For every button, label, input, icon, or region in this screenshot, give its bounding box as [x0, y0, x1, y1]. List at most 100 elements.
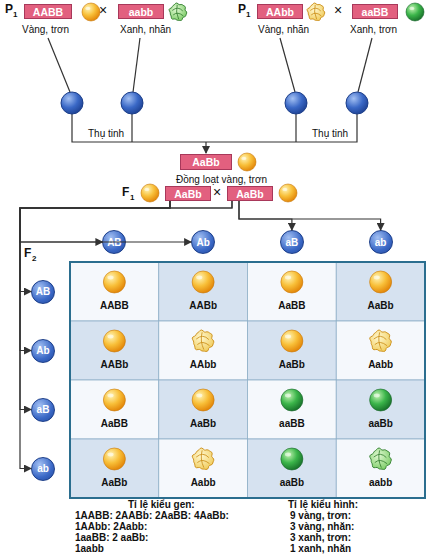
smooth-pea: [370, 271, 392, 293]
pea-highlight: [285, 394, 291, 398]
generation-label: F: [24, 247, 31, 260]
cross-sign: ×: [99, 3, 107, 18]
pea-seed: [370, 330, 392, 351]
pea-highlight: [196, 276, 202, 280]
pea-seed: [406, 3, 424, 21]
ratio-text: 3 vàng, nhăn:: [290, 521, 354, 532]
pea-seed: [281, 330, 303, 352]
pea-highlight: [107, 394, 113, 398]
pea-highlight: [409, 7, 414, 10]
smooth-pea: [281, 448, 303, 470]
genotype-text: AaBb: [192, 156, 219, 168]
genotype-cell: aaBB: [248, 418, 337, 429]
generation-label: P: [238, 3, 246, 16]
pea-wrinkle: [311, 5, 321, 19]
genotype-box: AaBb: [165, 186, 211, 201]
pea-highlight: [282, 188, 287, 191]
smooth-pea: [103, 389, 125, 411]
pea-highlight: [285, 335, 291, 339]
gamete-line: [48, 38, 70, 92]
grid-border: [70, 262, 425, 498]
generation-label: F: [122, 186, 129, 199]
pea-wrinkle: [374, 333, 387, 350]
wrinkled-pea: [169, 3, 187, 21]
gamete-circle: AB: [102, 230, 126, 254]
genotype-text: aaBB: [362, 6, 389, 18]
gamete-text: Ab: [196, 237, 209, 248]
genotype-text: AAbb: [266, 6, 294, 18]
fertilization-bracket: [72, 114, 357, 142]
subscript-number: 1: [130, 193, 134, 202]
genotype-cell: AaBb: [248, 359, 337, 370]
gamete-line: [280, 38, 295, 92]
cross-sign: ×: [334, 3, 342, 18]
genotype-box: AABB: [24, 4, 72, 19]
gamete-arrow: [239, 201, 292, 230]
gamete-arrow: [239, 201, 381, 230]
pea-highlight: [285, 453, 291, 457]
gamete-arrow: [20, 201, 170, 469]
pea-seed: [103, 389, 125, 411]
gamete-text: AB: [107, 237, 121, 248]
ratio-text: 3 xanh, trơn:: [290, 532, 351, 543]
pea-seed: [281, 271, 303, 293]
genotype-cell: aaBb: [336, 418, 425, 429]
grid-cell: [248, 380, 337, 439]
genotype-box: aaBB: [352, 4, 398, 19]
fertilization-arrow: [205, 142, 206, 153]
smooth-pea: [406, 3, 424, 21]
genotype-cell: AaBb: [336, 300, 425, 311]
grid-cell: [248, 439, 337, 498]
genotype-text: AaBb: [236, 188, 263, 200]
genotype-cell: AaBb: [159, 418, 248, 429]
pea-seed: [307, 3, 325, 21]
grid-cell: [159, 321, 248, 380]
genotype-cell: AABB: [70, 300, 159, 311]
phenotype-label: Vàng, nhăn: [258, 24, 309, 35]
wrinkled-pea: [307, 3, 325, 21]
smooth-pea: [192, 389, 214, 411]
grid-cell: [159, 439, 248, 498]
smooth-pea: [281, 330, 303, 352]
grid-cell: [336, 262, 425, 321]
gamete-circle: [285, 92, 307, 114]
phenotype-label: Xanh, trơn: [350, 24, 397, 35]
pea-highlight: [107, 453, 113, 457]
pea-highlight: [107, 335, 113, 339]
cross-sign: ×: [213, 185, 221, 200]
gamete-circle: ab: [369, 230, 393, 254]
genotype-box: AaBb: [227, 186, 273, 201]
genotype-cell: AaBB: [248, 300, 337, 311]
pea-seed: [103, 330, 125, 352]
grid-cell: [159, 262, 248, 321]
smooth-pea: [281, 389, 303, 411]
genotype-cell: AaBB: [70, 418, 159, 429]
pea-highlight: [85, 7, 90, 10]
grid-cell: [159, 380, 248, 439]
wrinkled-pea: [192, 330, 214, 351]
genotype-cell: aaBb: [248, 477, 337, 488]
gamete-text: AB: [36, 286, 50, 297]
ratio-text: 9 vàng, trơn:: [290, 510, 351, 521]
pea-highlight: [374, 276, 380, 280]
grid-cell: [70, 439, 159, 498]
ratio-text: 1AAbb: 2Aabb:: [75, 521, 147, 532]
grid-cell: [70, 321, 159, 380]
smooth-pea: [192, 271, 214, 293]
grid-cell: [248, 262, 337, 321]
grid-cell: [336, 439, 425, 498]
genotype-cell: AABb: [70, 359, 159, 370]
genotype-cell: aabb: [336, 477, 425, 488]
gamete-text: ab: [37, 463, 49, 474]
gamete-circle: AB: [31, 280, 55, 304]
pea-seed: [141, 184, 159, 202]
gamete-circle: ab: [31, 457, 55, 481]
pea-highlight: [107, 276, 113, 280]
grid-cell: [248, 321, 337, 380]
gamete-arrow: [20, 201, 232, 242]
generation-label: P: [5, 3, 13, 16]
pea-seed: [192, 389, 214, 411]
smooth-pea: [279, 184, 297, 202]
genotype-box: AaBb: [180, 154, 232, 170]
